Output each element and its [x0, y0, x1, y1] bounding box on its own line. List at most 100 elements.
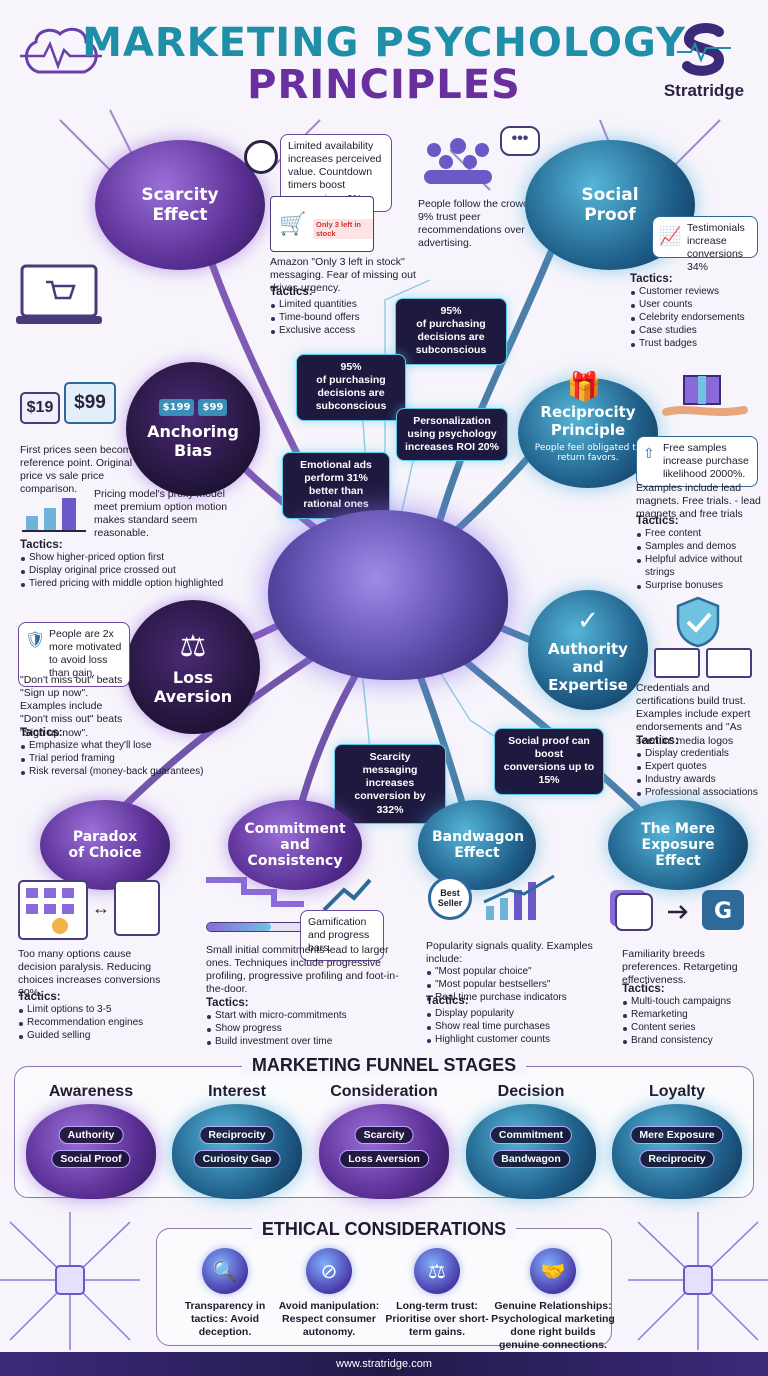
page-title: MARKETING PSYCHOLOGY PRINCIPLES	[0, 22, 768, 106]
paradox-brain: Paradox of Choice	[40, 800, 170, 890]
scale-icon: ⚖	[414, 1248, 460, 1294]
arrow-up-icon: ⇧	[643, 445, 655, 461]
tactic-item: Guided selling	[18, 1030, 178, 1043]
shield-icon: 🛡	[25, 632, 46, 649]
scale-icon: ⚖	[179, 628, 207, 664]
footer-url[interactable]: www.stratridge.com	[0, 1352, 768, 1376]
social-intro: People follow the crowd. 9% trust peer r…	[418, 198, 532, 250]
arrows-icon: ↔	[92, 898, 110, 918]
anchoring-name: Anchoring Bias	[147, 421, 239, 460]
tactic-item: Surprise bonuses	[636, 580, 768, 593]
paradox-name: Paradox of Choice	[68, 829, 142, 861]
scarcity-brain: Scarcity Effect	[95, 140, 265, 270]
tactic-item: Recommendation engines	[18, 1017, 178, 1030]
magnifier-icon: 🔍	[202, 1248, 248, 1294]
stage-interest-label: Interest	[208, 1083, 266, 1100]
anchoring-desc1: First prices seen becomes reference poin…	[20, 444, 143, 496]
certificate-icon	[706, 648, 752, 678]
progress-bar	[206, 922, 306, 932]
stage-awareness-label: Awareness	[48, 1083, 134, 1100]
example-item: "Most popular bestsellers"	[426, 979, 596, 992]
gift-hand-icon: 🎁	[566, 371, 602, 402]
tactic-item: Remarketing	[622, 1009, 762, 1022]
loss-brain: ⚖ Loss Aversion	[126, 600, 260, 734]
central-brain	[268, 510, 508, 680]
social-name: Social Proof	[581, 185, 639, 225]
scarcity-tactics: Tactics: Limited quantities Time-bound o…	[270, 285, 410, 338]
stage-decision-brain: Commitment Bandwagon	[466, 1104, 596, 1199]
stage-loyalty-label: Loyalty	[648, 1083, 705, 1100]
bar-chart-icon	[22, 492, 86, 532]
stat-personalization: Personalization using psychology increas…	[396, 408, 508, 462]
growth-chart-icon: 📈	[659, 226, 682, 246]
stage-interest-brain: Reciprocity Curiosity Gap	[172, 1104, 302, 1199]
stat-subconscious-1: 95% of purchasing decisions are subconsc…	[395, 298, 507, 365]
mere-brain: The Mere Exposure Effect	[608, 800, 748, 890]
brand-s-icon	[677, 23, 731, 76]
tactic-item: Time-bound offers	[270, 312, 410, 325]
stage-consideration-label: Consideration	[330, 1083, 438, 1100]
tactic-item: Content series	[622, 1022, 762, 1035]
loss-name: Loss Aversion	[153, 667, 233, 706]
authority-name: Authority and Expertise	[548, 640, 628, 694]
example-item: Real time purchase indicators	[426, 992, 596, 1005]
mere-desc: Familiarity breeds preferences. Retarget…	[622, 948, 738, 987]
ethics-transparency: Transparency in tactics: Avoid deception…	[184, 1300, 266, 1339]
tactic-item: Expert quotes	[636, 761, 766, 774]
authority-tactics: Tactics: Display credentials Expert quot…	[636, 734, 766, 800]
ethics-trust: Long-term trust: Prioritise over short-t…	[385, 1300, 489, 1339]
anchoring-brain: $199 $99 Anchoring Bias	[126, 362, 260, 496]
stat-scarcity-messaging: Scarcity messaging increases conversion …	[334, 744, 446, 824]
stat-social-proof: Social proof can boost conversions up to…	[494, 728, 604, 795]
tactic-item: Multi-touch campaigns	[622, 996, 762, 1009]
ethics-relationships: Genuine Relationships: Psychological mar…	[491, 1300, 615, 1352]
tactic-item: Highlight customer counts	[426, 1034, 596, 1047]
example-item: "Most popular choice"	[426, 966, 596, 979]
bandwagon-brain: Bandwagon Effect	[418, 800, 536, 890]
rising-chart-icon	[480, 872, 560, 924]
tactic-item: Professional associations	[636, 787, 766, 800]
tactic-item: Samples and demos	[636, 541, 768, 554]
tactic-item: Limited quantities	[270, 299, 410, 312]
bandwagon-desc: Popularity signals quality. Examples inc…	[426, 940, 596, 1005]
title-line2: PRINCIPLES	[247, 62, 521, 108]
tactic-item: Limit options to 3-5	[18, 1004, 178, 1017]
tactic-item: Show higher-priced option first	[20, 552, 250, 565]
commitment-desc: Small initial commitments lead to larger…	[206, 944, 399, 996]
title-line1: MARKETING PSYCHOLOGY	[82, 20, 686, 66]
funnel-title: MARKETING FUNNEL STAGES	[0, 1055, 768, 1076]
price-tag-icon: $199	[158, 398, 195, 416]
tactic-item: Free content	[636, 528, 768, 541]
tactic-item: Start with micro-commitments	[206, 1010, 386, 1023]
tactic-item: Show real time purchases	[426, 1021, 596, 1034]
gift-box-icon	[660, 366, 750, 426]
circuit-right-icon	[628, 1212, 768, 1350]
social-callout: 📈 Testimonials increase conversions 34%	[652, 216, 758, 273]
tactic-item: Trial period framing	[20, 753, 250, 766]
circuit-left-icon	[0, 1212, 140, 1350]
paradox-tactics: Tactics: Limit options to 3-5 Recommenda…	[18, 990, 178, 1043]
authority-brain: ✓ Authority and Expertise	[528, 590, 648, 710]
tactic-item: Display credentials	[636, 748, 766, 761]
loss-callout: 🛡 People are 2x more motivated to avoid …	[18, 622, 130, 687]
tactic-item: Case studies	[630, 325, 760, 338]
brand-name: Stratridge	[663, 81, 745, 100]
price-tag-icon: $99	[198, 398, 228, 416]
choice-grid-icon	[18, 880, 88, 940]
logo-repeat-icon: G	[606, 884, 756, 934]
loss-desc: "Don't miss out" beats "Sign up now". Ex…	[20, 674, 123, 739]
anchoring-desc2: Pricing model's proxy model meet premium…	[94, 488, 228, 540]
social-tactics: Tactics: Customer reviews User counts Ce…	[630, 272, 760, 350]
tactic-item: Tiered pricing with middle option highli…	[20, 578, 250, 591]
paradox-desc: Too many options cause decision paralysi…	[18, 948, 161, 1000]
tactic-item: Show progress	[206, 1023, 386, 1036]
tactic-item: Exclusive access	[270, 325, 410, 338]
scarcity-desc: Amazon "Only 3 left in stock" messaging.…	[270, 256, 416, 295]
reciprocity-callout: ⇧ Free samples increase purchase likelih…	[636, 436, 758, 488]
crowd-icon	[418, 132, 498, 188]
stopwatch-icon	[244, 140, 278, 174]
handshake-icon: 🤝	[530, 1248, 576, 1294]
stage-decision-label: Decision	[497, 1083, 565, 1100]
tactic-item: Build investment over time	[206, 1036, 386, 1049]
bandwagon-name: Bandwagon Effect	[432, 829, 525, 861]
